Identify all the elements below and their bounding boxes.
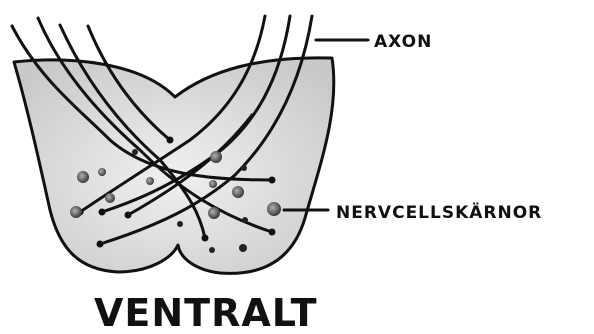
nucleus	[242, 217, 248, 223]
cross-section-shape	[14, 58, 334, 274]
nucleus	[177, 221, 183, 227]
nucleus	[209, 180, 217, 188]
nucleus	[146, 177, 154, 185]
nucleus	[267, 202, 281, 216]
nucleus	[210, 151, 222, 163]
nucleus	[241, 165, 247, 171]
nucleus	[239, 244, 247, 252]
ventral-label: VENTRALT	[94, 291, 318, 334]
axon-label: AXON	[374, 32, 432, 52]
nerve-cell-nuclei-label: NERVCELLSKÄRNOR	[336, 201, 542, 223]
nucleus	[98, 168, 106, 176]
nucleus	[232, 186, 244, 198]
nucleus	[70, 206, 82, 218]
nucleus	[208, 207, 220, 219]
nucleus	[132, 149, 138, 155]
nucleus	[209, 247, 215, 253]
nucleus	[77, 171, 89, 183]
nucleus	[105, 193, 115, 203]
